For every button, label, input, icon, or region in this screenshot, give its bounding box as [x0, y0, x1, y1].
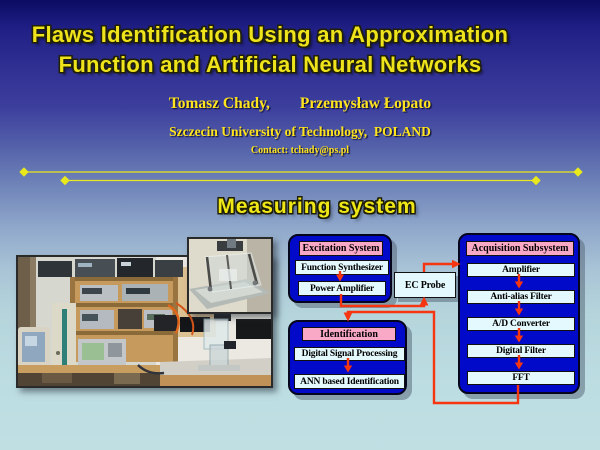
- section-heading: Measuring system: [217, 195, 417, 218]
- excitation-system-header: Excitation System: [299, 241, 383, 256]
- author-2: Przemysław Łopato: [299, 95, 432, 112]
- title-line-1: Flaws Identification Using an Approximat…: [31, 22, 509, 47]
- excitation-system-block: Excitation System Function Synthesizer P…: [288, 234, 392, 303]
- author-1: Tomasz Chady,: [168, 95, 270, 112]
- probe-fixture-inset-photo: [187, 237, 273, 314]
- title-line-2: Function and Artificial Neural Networks: [58, 52, 482, 77]
- acquisition-subsystem-header: Acquisition Subsystem: [466, 241, 574, 256]
- identification-block: Identification Digital Signal Processing…: [288, 320, 407, 395]
- ec-probe-box: EC Probe: [394, 272, 456, 298]
- affiliation-line: Szczecin University of Technology, POLAN…: [169, 124, 431, 139]
- anti-alias-filter-box: Anti-alias Filter: [467, 290, 575, 304]
- slide-title: Flaws Identification Using an Approximat…: [0, 20, 540, 80]
- digital-filter-box: Digital Filter: [467, 344, 575, 358]
- contact-line: Contact: tchady@ps.pl: [250, 145, 350, 156]
- function-synthesizer-box: Function Synthesizer: [295, 260, 389, 275]
- authors-line: Tomasz Chady, Przemysław Łopato: [0, 95, 600, 113]
- arrow-probe-to-amplifier: [422, 262, 453, 272]
- digital-signal-processing-box: Digital Signal Processing: [294, 347, 405, 361]
- ad-converter-box: A/D Converter: [467, 317, 575, 331]
- identification-header: Identification: [302, 327, 396, 341]
- ann-based-identification-box: ANN based Identification: [294, 374, 405, 389]
- fft-box: FFT: [467, 371, 575, 385]
- power-amplifier-box: Power Amplifier: [298, 281, 386, 296]
- amplifier-box: Amplifier: [467, 263, 575, 277]
- acquisition-subsystem-block: Acquisition Subsystem Amplifier Anti-ali…: [458, 233, 580, 394]
